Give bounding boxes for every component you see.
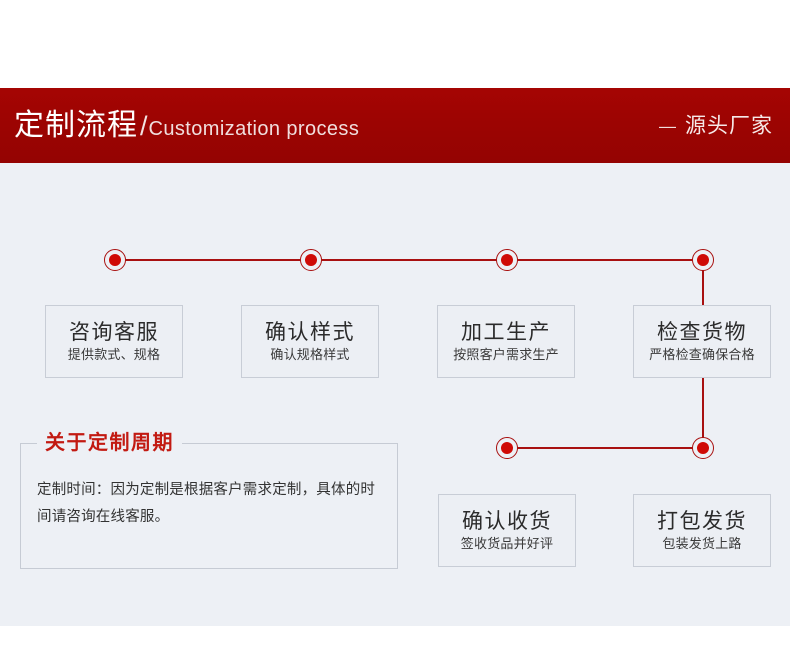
flow-step-title: 加工生产 [461,320,551,344]
flow-step-box-6[interactable]: 打包发货 包装发货上路 [633,494,771,567]
custom-cycle-info-panel: 关于定制周期 定制时间：因为定制是根据客户需求定制，具体的时间请咨询在线客服。 [20,429,398,569]
flow-step-title: 确认收货 [462,509,552,533]
connector-line-bottom-row [507,447,703,449]
flow-step-title: 检查货物 [657,320,747,344]
flow-step-subtitle: 按照客户需求生产 [453,346,559,362]
dash-icon: — [659,116,676,135]
flow-marker-step-2 [300,249,322,271]
header-tagline-group: — 源头厂家 [659,115,773,136]
flow-step-subtitle: 提供款式、规格 [67,346,161,362]
info-panel-body: 定制时间：因为定制是根据客户需求定制，具体的时间请咨询在线客服。 [37,482,376,525]
header-tagline-label: 源头厂家 [685,114,773,137]
header-title-group: 定制流程 / Customization process [14,108,360,142]
flow-step-box-2[interactable]: 确认样式 确认规格样式 [241,305,379,378]
flow-marker-step-3 [496,249,518,271]
flow-step-title: 打包发货 [657,509,747,533]
flow-step-subtitle: 包装发货上路 [662,535,742,551]
connector-line-top-row [115,259,703,261]
flow-step-box-5[interactable]: 确认收货 签收货品并好评 [438,494,576,567]
header-title-cn: 定制流程 [14,108,138,142]
flow-step-subtitle: 确认规格样式 [270,346,350,362]
info-panel-title: 关于定制周期 [37,429,182,457]
flow-step-title: 确认样式 [265,320,355,344]
section-header-banner: 定制流程 / Customization process — 源头厂家 [0,88,790,163]
header-title-separator: / [140,110,148,141]
header-title-en: Customization process [148,117,360,140]
bottom-white-strip [0,626,790,661]
flow-marker-step-1 [104,249,126,271]
flow-marker-step-5 [496,437,518,459]
flow-step-subtitle: 严格检查确保合格 [649,346,755,362]
flow-marker-step-6 [692,437,714,459]
flow-step-box-1[interactable]: 咨询客服 提供款式、规格 [45,305,183,378]
top-white-strip [0,0,790,88]
flow-step-box-4[interactable]: 检查货物 严格检查确保合格 [633,305,771,378]
flow-step-subtitle: 签收货品并好评 [460,535,554,551]
flow-step-title: 咨询客服 [69,320,159,344]
flow-marker-step-4 [692,249,714,271]
flow-step-box-3[interactable]: 加工生产 按照客户需求生产 [437,305,575,378]
